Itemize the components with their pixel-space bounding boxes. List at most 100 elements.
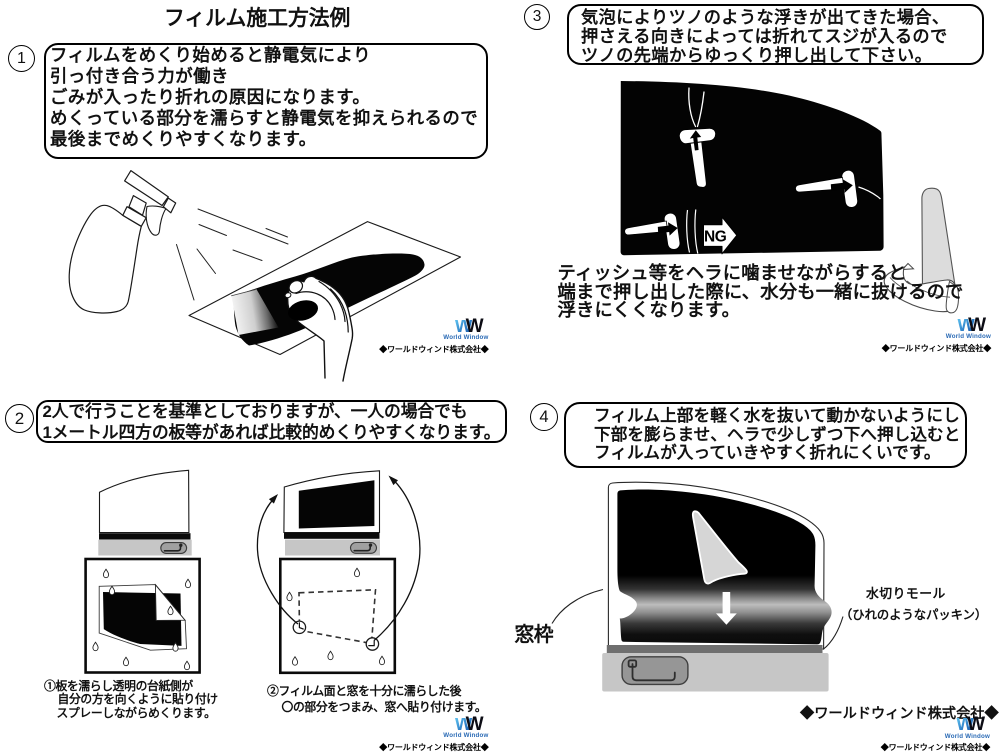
logo-w-blue: W <box>957 314 976 336</box>
step1-spray-illustration <box>68 170 462 382</box>
tissue-fold <box>945 280 960 314</box>
step-number-text: 3 <box>532 8 542 25</box>
tissue-flap <box>901 262 915 271</box>
logo-w-black: W <box>968 314 986 336</box>
tissue-note: ティッシュ等をヘラに噛ませながらすると 端まで押し出した際に、水分も一緒に抜ける… <box>557 262 964 321</box>
door-handle-icon <box>621 656 689 686</box>
step2-number: 2 <box>5 404 34 433</box>
drip-molding-note-label: （ひれのようなパッキン） <box>840 608 988 622</box>
text-line: 浮きにくくなります。 <box>557 299 741 321</box>
text-line: めくっている部分を濡らすと静電気を抑えられるので <box>50 107 479 128</box>
film-outline-dashed <box>298 588 377 645</box>
arrowhead <box>268 494 278 504</box>
step-number-text: 2 <box>14 408 25 428</box>
hand-icon <box>284 275 354 382</box>
step3-number: 3 <box>524 4 550 30</box>
text-line: ティッシュ等をヘラに噛ませながらすると <box>557 262 907 283</box>
door-window-strip <box>284 532 380 539</box>
step4-box: フィルム上部を軽く水を抜いて動かないようにし 下部を膨らませ、ヘラで少しずつ下へ… <box>564 402 967 468</box>
board-right <box>278 557 397 675</box>
logo-w-blue: W <box>956 714 975 735</box>
step2-right-door-illustration <box>256 470 421 675</box>
company-name-large: ◆ワールドウィンド株式会社◆ <box>800 705 999 722</box>
text-line: フィルム上部を軽く水を抜いて動かないようにし <box>594 405 960 425</box>
hera-tissue-icon <box>883 187 960 314</box>
board-right-caption: ②フィルム面と窓を十分に濡らした後 〇の部分をつまみ、窓へ貼り付けます。 <box>267 684 487 715</box>
step3-window-illustration: NG <box>620 81 960 314</box>
text-line: 引っ付き合う力が働き <box>50 65 229 86</box>
company-name-small: ◆ワールドウィンド株式会社◆ <box>880 743 990 752</box>
company-name-small: ◆ワールドウィンド株式会社◆ <box>379 344 489 354</box>
step1-box: フィルムをめくり始めると静電気により 引っ付き合う力が働き ごみが入ったり折れの… <box>44 42 488 159</box>
squeegee-right-icon <box>795 169 881 208</box>
step-number-text: 1 <box>17 49 26 67</box>
text-line: ごみが入ったり折れの原因になります。 <box>50 86 371 107</box>
push-down-arrow <box>716 592 737 625</box>
step4-number: 4 <box>530 403 558 431</box>
logo-subtitle: World Window <box>443 334 489 341</box>
logo-subtitle: World Window <box>945 333 991 340</box>
drip-molding-strip <box>606 645 823 653</box>
bottle-nozzle-head <box>123 170 169 207</box>
text-line: ツノの先端からゆっくり押し出して下さい。 <box>581 44 933 65</box>
text-line: ②フィルム面と窓を十分に濡らした後 <box>267 684 462 698</box>
ng-label: NG <box>704 229 727 246</box>
door-window-strip <box>99 533 191 540</box>
window-frame-label: 窓枠 <box>514 624 554 646</box>
step3-box: 気泡によりツノのような浮きが出てきた場合、 押さえる向きによっては折れてスジが入… <box>566 4 984 65</box>
ng-arrow-icon: NG <box>703 216 738 255</box>
text-line: 端まで押し出した際に、水分も一緒に抜けるので <box>557 280 964 302</box>
step1-number: 1 <box>8 45 35 72</box>
bottle-nozzle-tip <box>162 197 177 214</box>
tinted-window <box>620 81 884 256</box>
liner-fold-corner <box>154 583 186 621</box>
text-line: スプレーしながらめくります。 <box>56 705 216 720</box>
text-line: 押さえる向きによっては折れてスジが入るので <box>581 25 948 46</box>
drip-molding-label: 水切りモール <box>866 586 946 601</box>
apply-arrows <box>256 477 421 641</box>
step2-left-door-illustration <box>84 469 201 674</box>
arrowhead <box>388 475 398 486</box>
text-line: 気泡によりツノのような浮きが出てきた場合、 <box>581 6 950 27</box>
hera-handle <box>921 187 956 291</box>
company-name-small: ◆ワールドウィンド株式会社◆ <box>881 343 991 353</box>
logo-w-black: W <box>465 713 484 735</box>
spray-lines-icon <box>176 208 289 301</box>
text-line: 自分の方を向くように貼り付け <box>57 692 219 707</box>
logo-subtitle: World Window <box>944 732 990 740</box>
logo-w-black: W <box>465 315 484 337</box>
bottle-neck <box>128 195 147 216</box>
squeegee-up-icon <box>678 127 716 188</box>
text-line: 2人で行うことを基準としておりますが、一人の場合でも <box>42 402 468 421</box>
page-title: フィルム施工方法例 <box>164 6 351 30</box>
logo-w-black: W <box>967 714 985 735</box>
bottle-trigger <box>145 205 167 236</box>
board-left-caption: ①板を濡らし透明の台紙側が 自分の方を向くように貼り付け スプレーしながらめくり… <box>44 679 219 721</box>
text-line: フィルムが入っていきやすく折れにくいです。 <box>594 443 941 463</box>
door-handle-icon <box>160 542 188 554</box>
logo-subtitle: World Window <box>443 732 489 739</box>
window-film <box>298 480 375 529</box>
company-name-small: ◆ワールドウィンド株式会社◆ <box>379 742 489 752</box>
text-line: 1メートル四方の板等があれば比較的めくりやすくなります。 <box>42 423 501 442</box>
text-line: 最後までめくりやすくなります。 <box>50 128 317 149</box>
text-line: 下部を膨らませ、ヘラで少しずつ下へ押し込むと <box>594 424 961 444</box>
spray-bottle-icon <box>68 170 177 314</box>
hera-wedge-icon <box>691 510 748 585</box>
bubble-horn-lines <box>688 87 705 128</box>
door-handle-icon <box>349 541 378 554</box>
logo-w-blue: W <box>454 315 473 337</box>
bottle-body <box>68 204 142 314</box>
door-window <box>98 469 190 534</box>
step2-box: 2人で行うことを基準としておりますが、一人の場合でも 1メートル四方の板等があれ… <box>35 400 507 443</box>
text-line: 〇の部分をつまみ、窓へ貼り付けます。 <box>281 699 487 714</box>
squeegee-right-bottom-icon <box>624 209 699 254</box>
step4-door-illustration <box>551 481 844 692</box>
step-number-text: 4 <box>539 407 549 426</box>
pinched-film-hole <box>288 300 318 321</box>
